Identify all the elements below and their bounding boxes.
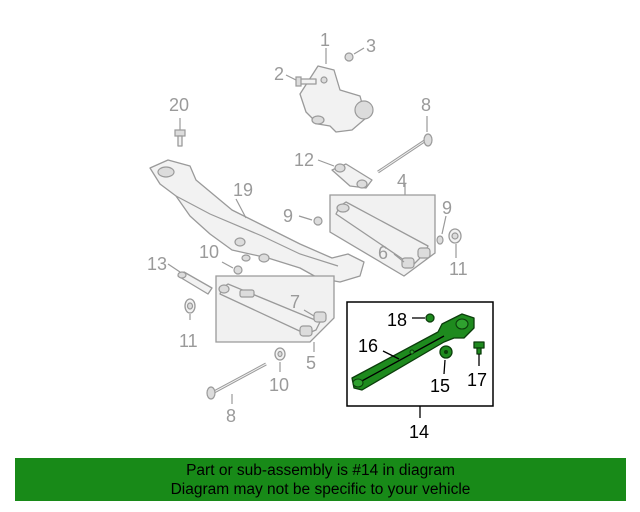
long-bolt-part-8-lower bbox=[206, 362, 267, 400]
bolt-part-20 bbox=[174, 129, 186, 147]
callout-14: 14 bbox=[409, 422, 429, 442]
callout-4: 4 bbox=[397, 171, 407, 191]
nut-part-9-left bbox=[313, 216, 323, 226]
callout-9-left: 9 bbox=[283, 206, 293, 226]
link-part-12 bbox=[331, 163, 373, 189]
control-arm-part-6 bbox=[335, 201, 431, 269]
callout-17: 17 bbox=[467, 370, 487, 390]
callout-8-upper: 8 bbox=[421, 95, 431, 115]
banner-line-2: Diagram may not be specific to your vehi… bbox=[170, 481, 471, 498]
callout-18: 18 bbox=[387, 310, 407, 330]
callout-1: 1 bbox=[320, 30, 330, 50]
bolt-part-2 bbox=[295, 76, 317, 87]
bushing-part-11-right bbox=[448, 228, 462, 244]
callout-10-bottom: 10 bbox=[269, 375, 289, 395]
callout-13: 13 bbox=[147, 254, 167, 274]
parts-diagram: 1 2 3 20 19 12 8 bbox=[147, 30, 494, 442]
nut-part-10-left bbox=[233, 265, 243, 275]
knuckle-part bbox=[299, 65, 374, 133]
callout-16: 16 bbox=[358, 336, 378, 356]
callout-5: 5 bbox=[306, 353, 316, 373]
nut-part-3 bbox=[344, 52, 354, 62]
control-arm-part-7 bbox=[218, 283, 327, 337]
callout-9-right: 9 bbox=[442, 198, 452, 218]
callout-6: 6 bbox=[378, 243, 388, 263]
callout-2: 2 bbox=[274, 64, 284, 84]
callout-10-left: 10 bbox=[199, 242, 219, 262]
callout-15: 15 bbox=[430, 376, 450, 396]
banner-line-1: Part or sub-assembly is #14 in diagram bbox=[186, 462, 455, 479]
callout-11-right: 11 bbox=[449, 259, 468, 279]
nut-part-10-bottom bbox=[274, 347, 286, 361]
callout-20: 20 bbox=[169, 95, 189, 115]
crossmember-part bbox=[149, 159, 365, 283]
callout-7: 7 bbox=[290, 292, 300, 312]
bushing-part-11-left bbox=[184, 298, 196, 314]
callout-12: 12 bbox=[294, 150, 314, 170]
callout-11-left: 11 bbox=[179, 331, 198, 351]
callout-3: 3 bbox=[366, 36, 376, 56]
bushing-part-15[interactable] bbox=[439, 345, 453, 359]
long-bolt-part-8-upper bbox=[377, 133, 433, 174]
callout-8-lower: 8 bbox=[226, 406, 236, 426]
callout-19: 19 bbox=[233, 180, 253, 200]
nut-part-9-right bbox=[436, 235, 444, 245]
trailing-arm-part-16 bbox=[351, 313, 475, 391]
link-part-13 bbox=[177, 271, 213, 295]
nut-part-18[interactable] bbox=[425, 313, 435, 323]
info-banner: Part or sub-assembly is #14 in diagram D… bbox=[15, 458, 626, 501]
